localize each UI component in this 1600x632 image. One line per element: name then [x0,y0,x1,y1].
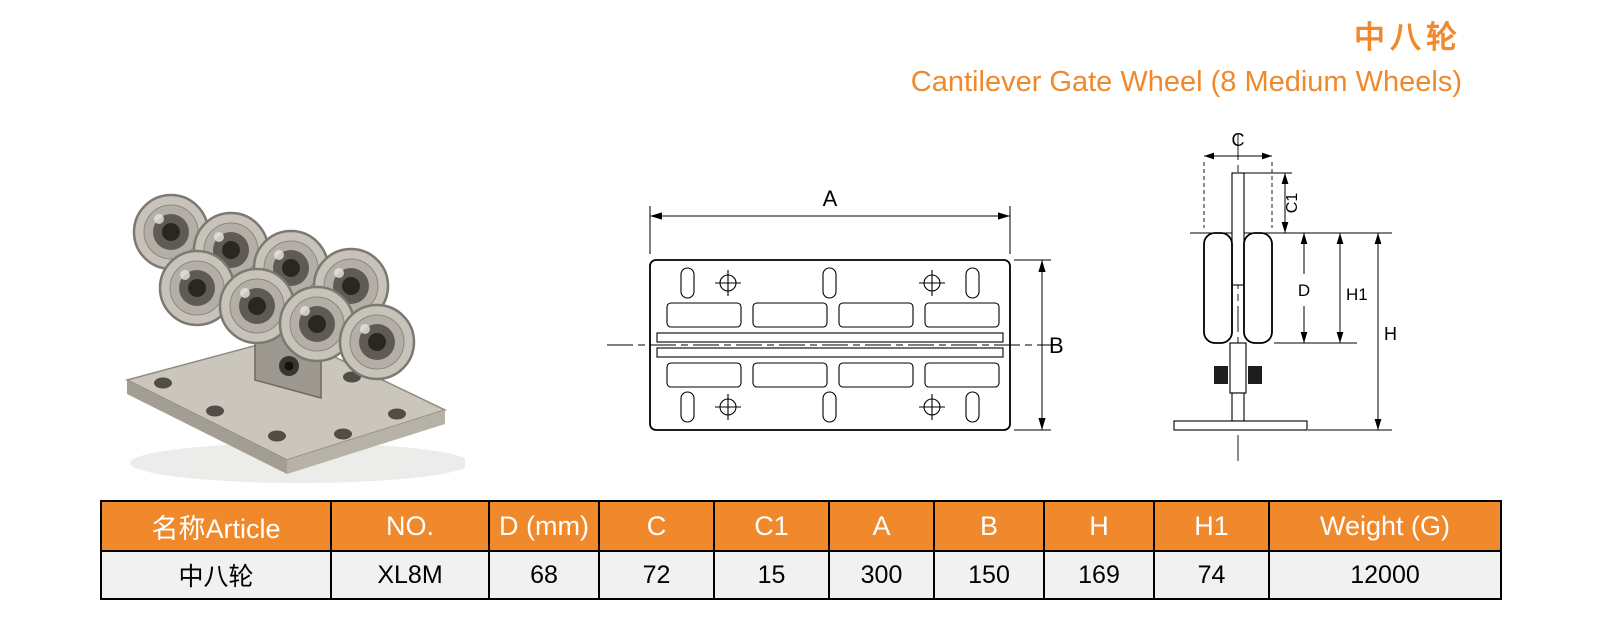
cell-d-mm: 68 [488,550,600,600]
cell-h1: 74 [1153,550,1270,600]
dim-label-c1: C1 [1284,193,1301,214]
product-photo [105,128,470,493]
product-title-en: Cantilever Gate Wheel (8 Medium Wheels) [910,66,1462,98]
cell-article: 中八轮 [100,550,332,600]
top-view-drawing: A B [607,186,1064,431]
spec-data-row: 中八轮 XL8M 68 72 15 300 150 169 74 12000 [100,550,1502,600]
col-header-d-mm: D (mm) [488,500,600,552]
col-header-weight: Weight (G) [1268,500,1502,552]
product-title-zh: 中八轮 [1354,20,1462,55]
dim-label-d: D [1298,281,1310,300]
product-photo-illustration [124,193,470,483]
dim-label-h1: H1 [1346,285,1368,304]
col-header-c1: C1 [713,500,830,552]
col-header-a: A [828,500,935,552]
col-header-h: H [1043,500,1155,552]
cell-a: 300 [828,550,935,600]
cell-no: XL8M [330,550,490,600]
cell-b: 150 [933,550,1045,600]
wheel-profile-left [1203,232,1233,344]
cell-h: 169 [1043,550,1155,600]
spec-header-row: 名称Article NO. D (mm) C C1 A B H H1 Weigh… [100,500,1502,552]
spec-table: 名称Article NO. D (mm) C C1 A B H H1 Weigh… [100,500,1502,600]
cell-weight: 12000 [1268,550,1502,600]
side-view-drawing: C C1 D H1 H [1173,130,1397,466]
col-header-c: C [598,500,715,552]
dim-label-a: A [823,186,838,211]
base-plate-profile [1173,420,1308,431]
cell-c1: 15 [713,550,830,600]
base-plate [124,335,448,474]
col-header-no: NO. [330,500,490,552]
cell-c: 72 [598,550,715,600]
dim-label-h: H [1384,324,1397,344]
dim-label-b: B [1049,333,1064,358]
col-header-h1: H1 [1153,500,1270,552]
col-header-article: 名称Article [100,500,332,552]
col-header-b: B [933,500,1045,552]
title-block: 中八轮 Cantilever Gate Wheel (8 Medium Whee… [911,12,1462,99]
plate-outline [649,259,1011,431]
dim-label-c: C [1232,130,1245,150]
wheel-profile-right [1243,232,1273,344]
